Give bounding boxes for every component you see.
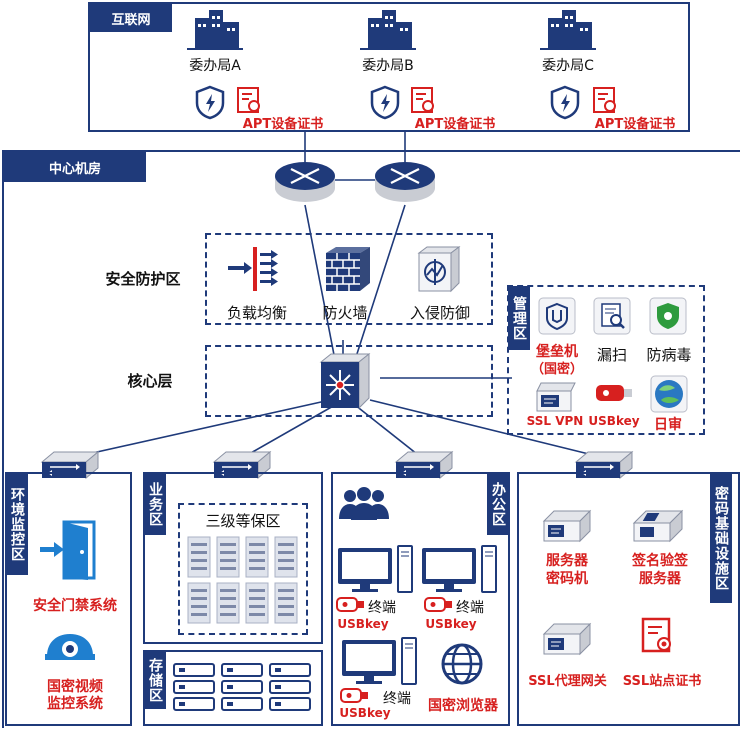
office-b-cert: APT设备证书 [414,117,496,132]
core-switch-icon [319,352,371,410]
terminal-monitor-icon [338,545,413,593]
ssl-vpn-label: SSL VPN [526,414,584,428]
storage-tag: 存储区 [144,651,166,709]
video-monitor-label-1: 国密视频 [47,679,103,695]
ssl-proxy-gateway-label: SSL代理网关 [528,674,607,689]
internet-tag: 互联网 [90,4,172,32]
storage-array-icon [173,663,311,711]
vulnerability-scan-label: 漏扫 [596,346,627,364]
usbkey-icon [340,688,368,703]
terminal-monitor-icon [342,637,417,685]
office-c-name: 委办局C [542,58,594,74]
management-zone [507,285,705,435]
center-room-tag: 中心机房 [4,152,146,182]
crypto-server-icon [542,509,592,543]
usbkey-label-2: USBkey [425,617,477,631]
level3-protection-label: 三级等保区 [205,512,281,530]
server-rack-icon [187,536,298,624]
building-icon-a [187,10,243,50]
bastion-host-icon [538,297,576,335]
load-balancer-label: 负载均衡 [226,304,287,322]
ssl-vpn-icon [536,382,576,412]
signature-server-label-2: 服务器 [639,571,681,587]
office-c-cert: APT设备证书 [594,117,676,132]
signature-server-label-1: 签名验签 [632,553,688,569]
shield-icon [550,85,580,120]
intrusion-prevention-label: 入侵防御 [409,304,470,322]
video-camera-icon [45,634,95,660]
video-monitor-label-2: 监控系统 [47,696,103,712]
access-control-label: 安全门禁系统 [33,598,117,614]
crypto-server-label-2: 密码机 [546,571,588,587]
terminal-label-1: 终端 [368,600,396,616]
usbkey-label-1: USBkey [337,617,389,631]
office-b-name: 委办局B [362,58,414,74]
crypto-tag: 密码基础设施区 [710,473,732,603]
office-a-name: 委办局A [189,58,241,74]
load-balancer-icon [228,247,278,291]
vulnerability-scan-icon [593,297,631,335]
firewall-label: 防火墙 [322,304,368,322]
usbkey-icon [424,597,452,612]
usbkey-label-3: USBkey [339,706,391,720]
shield-icon [195,85,225,120]
audit-label: 日审 [654,417,682,433]
crypto-zone [517,472,740,726]
router-icon-right [375,162,435,202]
core-layer-zone [205,345,493,417]
certificate-icon [237,87,260,113]
building-icon-c [540,10,596,50]
usbkey-icon [336,597,364,612]
terminal-label-2: 终端 [456,600,484,616]
security-zone [205,233,493,325]
center-room-zone: 中心机房 [2,150,740,728]
level3-protection-zone [178,503,308,635]
business-tag: 业务区 [144,473,166,535]
certificate-icon [593,87,616,113]
access-control-icon [40,520,96,580]
ssl-site-cert-label: SSL站点证书 [622,674,702,689]
usbkey-label: USBkey [588,414,640,428]
router-icon-left [275,162,335,202]
ssl-site-cert-icon [641,617,671,653]
env-monitor-zone [5,472,132,726]
internet-zone: 互联网 [88,2,690,132]
office-zone [331,472,510,726]
usbkey-icon [596,385,632,401]
office-tag: 办公区 [487,473,509,535]
env-monitor-tag: 环境监控区 [6,473,28,575]
antivirus-label: 防病毒 [646,346,692,364]
antivirus-icon [649,297,687,335]
browser-label: 国密浏览器 [428,698,498,714]
bastion-host-label: 堡垒机 [536,344,578,360]
business-zone [143,472,323,644]
ssl-proxy-gateway-icon [542,622,592,656]
intrusion-prevention-icon [417,246,461,293]
management-tag: 管理区 [508,286,530,350]
browser-globe-icon [441,643,483,685]
audit-icon [650,375,688,413]
core-layer-label: 核心层 [127,372,173,390]
terminal-monitor-icon [422,545,497,593]
office-a-cert: APT设备证书 [242,117,324,132]
users-icon [339,487,389,520]
building-icon-b [360,10,416,50]
firewall-icon [326,247,370,291]
security-zone-label: 安全防护区 [105,270,181,288]
certificate-icon [411,87,434,113]
terminal-label-3: 终端 [383,691,411,707]
bastion-host-sublabel: （国密） [530,362,583,377]
crypto-server-label-1: 服务器 [546,553,588,569]
shield-icon [370,85,400,120]
signature-server-icon [632,509,684,543]
access-switch-icon [394,450,454,480]
